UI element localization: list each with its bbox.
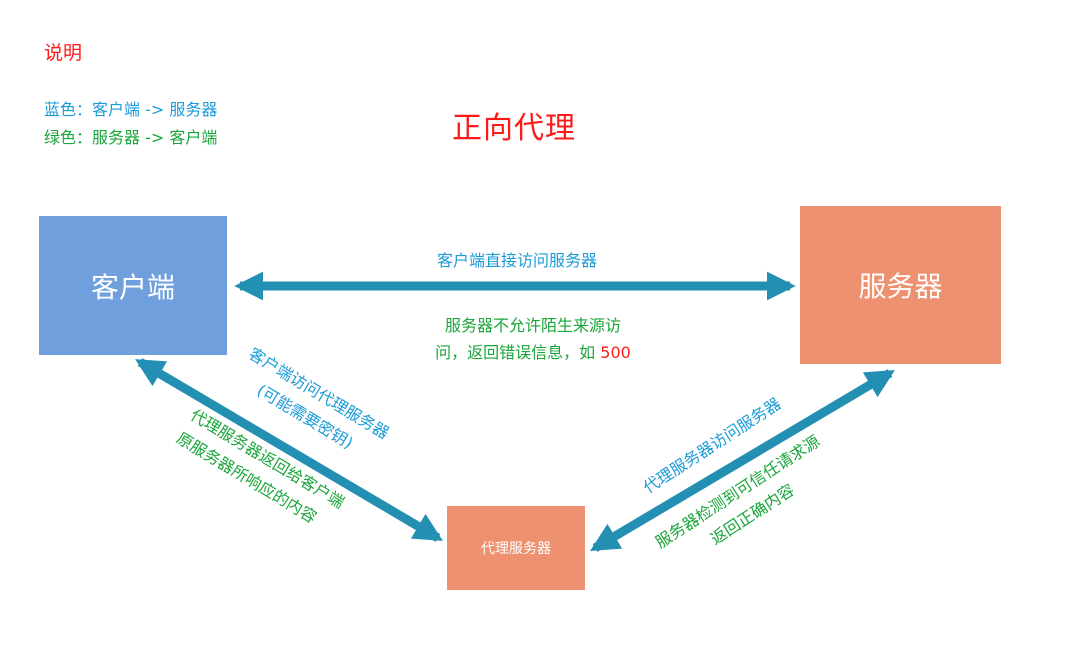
server-label: 服务器 bbox=[858, 270, 943, 303]
proxy-label: 代理服务器 bbox=[481, 541, 551, 557]
legend-green-line: 绿色：服务器 -> 客户端 bbox=[44, 128, 218, 147]
client-node: 客户端 bbox=[39, 216, 227, 355]
legend-title: 说明 bbox=[44, 42, 83, 64]
proxy-server-arrow bbox=[590, 369, 895, 552]
direct-response-line2-text: 问，返回错误信息，如 bbox=[435, 343, 596, 362]
server-node: 服务器 bbox=[800, 206, 1001, 364]
client-label: 客户端 bbox=[90, 270, 175, 304]
legend-blue-line: 蓝色：客户端 -> 服务器 bbox=[44, 100, 218, 119]
diagram-title: 正向代理 bbox=[452, 111, 576, 146]
proxy-node: 代理服务器 bbox=[447, 506, 585, 590]
client-proxy-arrow bbox=[135, 358, 443, 542]
direct-response-line2: 问，返回错误信息，如 500 bbox=[424, 339, 642, 366]
direct-response-line1: 服务器不允许陌生来源访 bbox=[444, 316, 621, 335]
direct-request-label: 客户端直接访问服务器 bbox=[437, 251, 598, 270]
direct-response-label: 服务器不允许陌生来源访 问，返回错误信息，如 500 bbox=[424, 312, 642, 366]
error-code: 500 bbox=[600, 343, 631, 362]
